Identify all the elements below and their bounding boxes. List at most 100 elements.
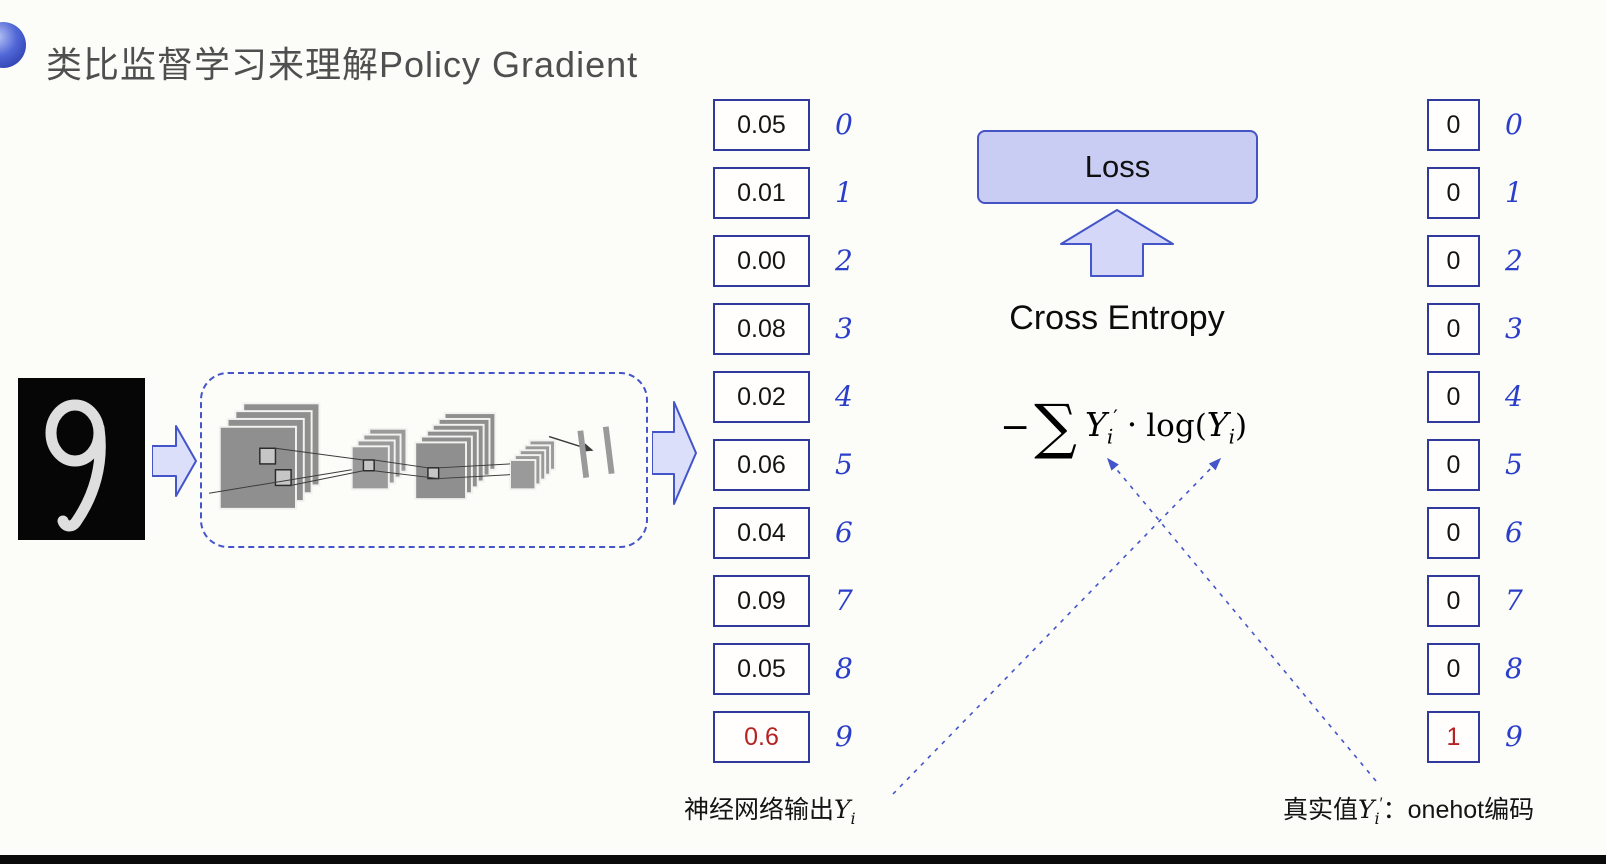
output-row: 0.06 5 [713,439,861,491]
onehot-value: 0 [1446,178,1461,207]
output-row: 0.05 8 [713,643,861,695]
digit-9-glyph [45,399,106,532]
onehot-row: 0 2 [1427,235,1531,287]
output-value-box: 0.08 [713,303,810,355]
output-value-box: 0.05 [713,643,810,695]
formula-sum-symbol: ∑ [1034,392,1078,462]
onehot-row: 0 4 [1427,371,1531,423]
caption-text: 神经网络输出 [684,796,835,824]
class-digit-label: 7 [835,584,853,617]
cross-entropy-label: Cross Entropy [1009,299,1225,337]
class-digit-label: 6 [1505,516,1523,549]
output-value-box: 0.05 [713,99,810,151]
output-row: 0.6 9 [713,711,861,763]
onehot-value-highlight: 1 [1446,722,1461,751]
class-digit-label: 3 [835,312,853,345]
onehot-value: 0 [1446,382,1461,411]
class-digit-label: 2 [1505,244,1523,277]
output-value: 0.05 [737,654,786,683]
output-value-box: 0.01 [713,167,810,219]
formula-prime: ′ [1113,405,1118,430]
onehot-value-box-highlight: 1 [1427,711,1480,763]
formula-log-open: log( [1146,408,1207,445]
output-row: 0.04 6 [713,507,861,559]
onehot-row: 1 9 [1427,711,1531,763]
class-digit-label: 3 [1505,312,1523,345]
formula-y-pred: Y [1206,405,1229,445]
onehot-value-box: 0 [1427,643,1480,695]
onehot-value-box: 0 [1427,99,1480,151]
caption-suffix: ：onehot编码 [1382,796,1535,824]
onehot-value-box: 0 [1427,303,1480,355]
loss-box: Loss [977,130,1258,204]
class-digit-label: 5 [1505,448,1523,481]
formula-dot: · [1126,405,1138,445]
formula-y-true: Y [1085,405,1107,445]
class-digit-label: 0 [1505,108,1523,141]
caption-prime: ′ [1379,795,1383,813]
output-value: 0.00 [737,246,786,275]
onehot-row: 0 3 [1427,303,1531,355]
onehot-value-box: 0 [1427,167,1480,219]
caption-sub: i [850,809,856,828]
output-value-box: 0.06 [713,439,810,491]
onehot-value-box: 0 [1427,371,1480,423]
output-row: 0.08 3 [713,303,861,355]
class-digit-label: 9 [835,720,853,753]
output-value: 0.09 [737,586,786,615]
onehot-row: 0 1 [1427,167,1531,219]
page-title: 类比监督学习来理解Policy Gradient [46,44,639,85]
onehot-value-box: 0 [1427,439,1480,491]
flow-arrow-input-to-cnn-icon [152,425,197,497]
output-value-box: 0.04 [713,507,810,559]
onehot-value: 0 [1446,654,1461,683]
class-digit-label: 8 [1505,652,1523,685]
formula-body: Yi′·log(Yi) [1085,405,1247,449]
class-digit-label: 7 [1505,584,1523,617]
class-digit-label: 4 [835,380,853,413]
onehot-row: 0 6 [1427,507,1531,559]
class-digit-label: 6 [835,516,853,549]
class-digit-label: 0 [835,108,853,141]
output-value: 0.05 [737,110,786,139]
onehot-value-box: 0 [1427,507,1480,559]
loss-label: Loss [1084,149,1151,184]
output-row: 0.00 2 [713,235,861,287]
onehot-value-box: 0 [1427,235,1480,287]
output-value: 0.06 [737,450,786,479]
output-value-box: 0.09 [713,575,810,627]
network-output-column: 0.05 0 0.01 1 0.00 2 0.08 3 0.02 4 0.06 … [713,99,861,763]
onehot-value: 0 [1446,518,1461,547]
onehot-value: 0 [1446,314,1461,343]
class-digit-label: 4 [1505,380,1523,413]
output-value-highlight: 0.6 [744,722,779,751]
class-digit-label: 2 [835,244,853,277]
output-value-box: 0.02 [713,371,810,423]
caption-var: Y [834,795,851,824]
output-value: 0.01 [737,178,786,207]
cross-entropy-formula: − ∑ Yi′·log(Yi) [1000,392,1247,462]
class-digit-label: 5 [835,448,853,481]
output-value: 0.08 [737,314,786,343]
class-digit-label: 1 [1505,176,1523,209]
output-row: 0.02 4 [713,371,861,423]
onehot-row: 0 5 [1427,439,1531,491]
ground-truth-caption: 真实值Yi′：onehot编码 [1283,790,1534,828]
onehot-value-box: 0 [1427,575,1480,627]
caption-text: 真实值 [1283,796,1359,824]
onehot-row: 0 8 [1427,643,1531,695]
bullet-sphere-icon [0,22,26,68]
output-value-box: 0.00 [713,235,810,287]
up-arrow-icon [1060,209,1174,277]
onehot-value: 0 [1446,586,1461,615]
output-value-box-highlight: 0.6 [713,711,810,763]
input-digit-image [18,378,145,540]
output-value: 0.02 [737,382,786,411]
output-row: 0.01 1 [713,167,861,219]
onehot-column: 0 0 0 1 0 2 0 3 0 4 0 5 0 6 0 7 [1427,99,1531,763]
onehot-row: 0 0 [1427,99,1531,151]
output-row: 0.09 7 [713,575,861,627]
onehot-value: 0 [1446,450,1461,479]
class-digit-label: 8 [835,652,853,685]
